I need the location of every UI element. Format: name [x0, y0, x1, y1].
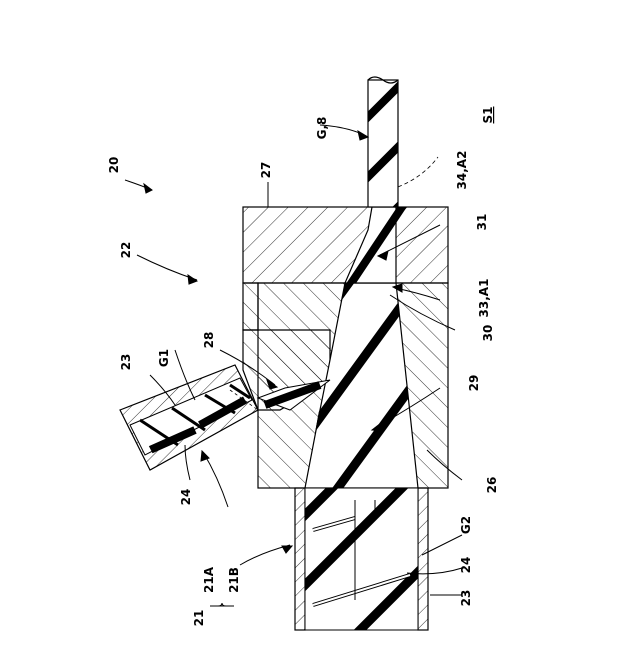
label-31: 31	[475, 214, 489, 231]
label-24-right: 24	[459, 557, 473, 574]
label-g1: G1	[157, 349, 171, 367]
label-28: 28	[202, 332, 216, 349]
label-24-left: 24	[179, 489, 193, 506]
label-g2: G2	[459, 516, 473, 534]
label-30: 30	[481, 325, 495, 342]
label-21: 21	[192, 610, 206, 627]
label-21a: 21A	[202, 566, 216, 593]
label-21b: 21B	[227, 567, 241, 593]
label-29: 29	[467, 375, 481, 392]
label-23-top: 23	[119, 354, 133, 371]
label-22: 22	[119, 242, 133, 259]
label-20: 20	[107, 157, 121, 174]
bracket-21	[210, 603, 234, 606]
label-g8: G,8	[315, 117, 329, 140]
label-23-right: 23	[459, 590, 473, 607]
label-27: 27	[259, 162, 273, 179]
cap-block-27	[243, 207, 448, 283]
label-s1: S1	[481, 107, 495, 124]
label-34-a2: 34,A2	[455, 151, 469, 190]
label-26: 26	[485, 477, 499, 494]
label-33-a1: 33,A1	[477, 279, 491, 318]
